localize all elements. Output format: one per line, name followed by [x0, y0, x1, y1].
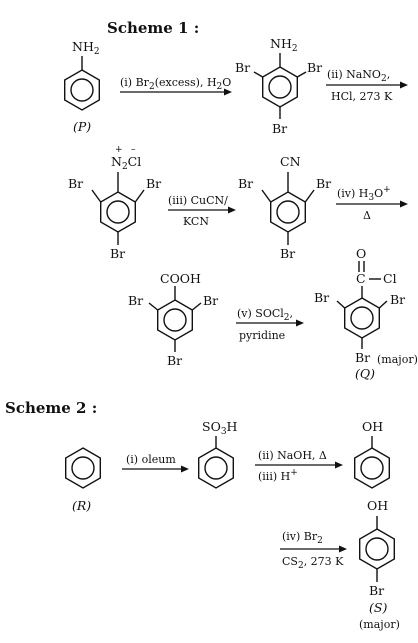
- reaction-arrow-bromination: (iv) Br2 CS2, 273 K: [280, 530, 347, 571]
- reaction-arrow-step-3: (iii) CuCN/ KCN: [168, 194, 236, 228]
- benzene-ring: [354, 447, 390, 489]
- compound-s-bromophenol: OH Br (S) (major): [359, 498, 400, 631]
- bromo-substituent: Br: [128, 293, 143, 308]
- benzene-ring: [197, 447, 235, 489]
- benzene-ring: [359, 528, 395, 570]
- bromo-substituent: Br: [146, 176, 161, 191]
- reaction-arrow-step-4: (iv) H3O+ Δ: [336, 185, 408, 222]
- compound-r-benzene: (R): [64, 447, 102, 513]
- reaction-arrow-oleum: (i) oleum: [122, 453, 189, 473]
- compound-phenol: OH: [354, 419, 390, 489]
- carbonyl-carbon: C: [356, 271, 366, 286]
- reaction-arrow-hydrolysis: (ii) NaOH, Δ (iii) H+: [255, 449, 343, 483]
- bromo-substituent: Br: [235, 60, 250, 75]
- compound-label-q: (Q): [355, 366, 375, 381]
- compound-label-r: (R): [72, 498, 91, 513]
- reagent-step-4-top: (iv) H3O+: [337, 185, 391, 203]
- reagent-step-1: (i) Br2(excess), H2O: [120, 76, 231, 92]
- reagent-bromine: (iv) Br2: [282, 530, 323, 546]
- reagent-step-5-bottom: pyridine: [239, 329, 285, 342]
- compound-label-p: (P): [73, 119, 91, 134]
- reagent-step-3-top: (iii) CuCN/: [168, 194, 228, 207]
- compound-p-aniline: NH2 (P): [63, 39, 101, 134]
- carbonyl-oxygen: O: [356, 246, 366, 261]
- reagent-step-5-top: (v) SOCl2,: [237, 307, 293, 323]
- amino-group: NH2: [270, 36, 298, 54]
- reagent-acid: (iii) H+: [258, 468, 298, 483]
- compound-q-acid-chloride: C O Cl Br Br Br (Q) (major): [314, 246, 418, 381]
- scheme-1-title: Scheme 1 :: [107, 19, 199, 37]
- compound-carboxylic-acid: COOH Br Br Br: [128, 271, 218, 368]
- bromo-substituent: Br: [307, 60, 322, 75]
- heat-symbol: Δ: [363, 209, 371, 222]
- bromo-substituent: Br: [272, 121, 287, 136]
- bromo-substituent: Br: [280, 246, 295, 261]
- benzene-ring: [99, 191, 137, 233]
- compound-diazonium-salt: + – N2Cl Br Br Br: [68, 145, 161, 261]
- compound-nitrile: CN Br Br Br: [238, 154, 331, 261]
- reaction-arrow-step-5: (v) SOCl2, pyridine: [236, 307, 304, 342]
- compound-tribromoaniline: NH2 Br Br Br: [235, 36, 322, 136]
- scheme-2-title: Scheme 2 :: [5, 399, 97, 417]
- benzene-ring: [270, 191, 306, 233]
- bromo-substituent: Br: [369, 583, 384, 598]
- carboxyl-group: COOH: [160, 271, 201, 286]
- reagent-step-2-top: (ii) NaNO2,: [327, 68, 390, 84]
- major-product-note: (major): [377, 353, 418, 366]
- bromo-substituent: Br: [110, 246, 125, 261]
- bromo-substituent: Br: [316, 176, 331, 191]
- diazonium-group: N2Cl: [111, 154, 141, 172]
- hydroxyl-group: OH: [367, 498, 388, 513]
- benzene-ring: [156, 299, 194, 341]
- reagent-step-2-bottom: HCl, 273 K: [331, 90, 393, 103]
- negative-charge: –: [131, 145, 136, 155]
- reagent-naoh: (ii) NaOH, Δ: [258, 449, 327, 462]
- chloro-group: Cl: [383, 271, 397, 286]
- bromo-substituent: Br: [68, 176, 83, 191]
- benzene-ring: [64, 447, 102, 489]
- bromo-substituent: Br: [390, 292, 405, 307]
- reagent-oleum: (i) oleum: [126, 453, 176, 466]
- compound-benzenesulfonic-acid: SO3H: [197, 419, 238, 489]
- bromo-substituent: Br: [355, 350, 370, 365]
- cyano-group: CN: [280, 154, 301, 169]
- hydroxyl-group: OH: [362, 419, 383, 434]
- reaction-arrow-step-1: (i) Br2(excess), H2O: [120, 76, 232, 96]
- major-product-note: (major): [359, 618, 400, 631]
- bromo-substituent: Br: [203, 293, 218, 308]
- bromo-substituent: Br: [238, 176, 253, 191]
- reagent-step-3-bottom: KCN: [183, 215, 209, 228]
- compound-label-s: (S): [369, 600, 387, 615]
- amino-group: NH2: [72, 39, 100, 57]
- benzene-ring: [262, 66, 298, 108]
- sulfonic-acid-group: SO3H: [202, 419, 238, 437]
- reaction-arrow-step-2: (ii) NaNO2, HCl, 273 K: [326, 68, 408, 103]
- benzene-ring: [63, 69, 101, 111]
- positive-charge: +: [115, 145, 123, 155]
- bromo-substituent: Br: [167, 353, 182, 368]
- benzene-ring: [344, 297, 380, 339]
- reagent-solvent: CS2, 273 K: [282, 555, 344, 571]
- bromo-substituent: Br: [314, 290, 329, 305]
